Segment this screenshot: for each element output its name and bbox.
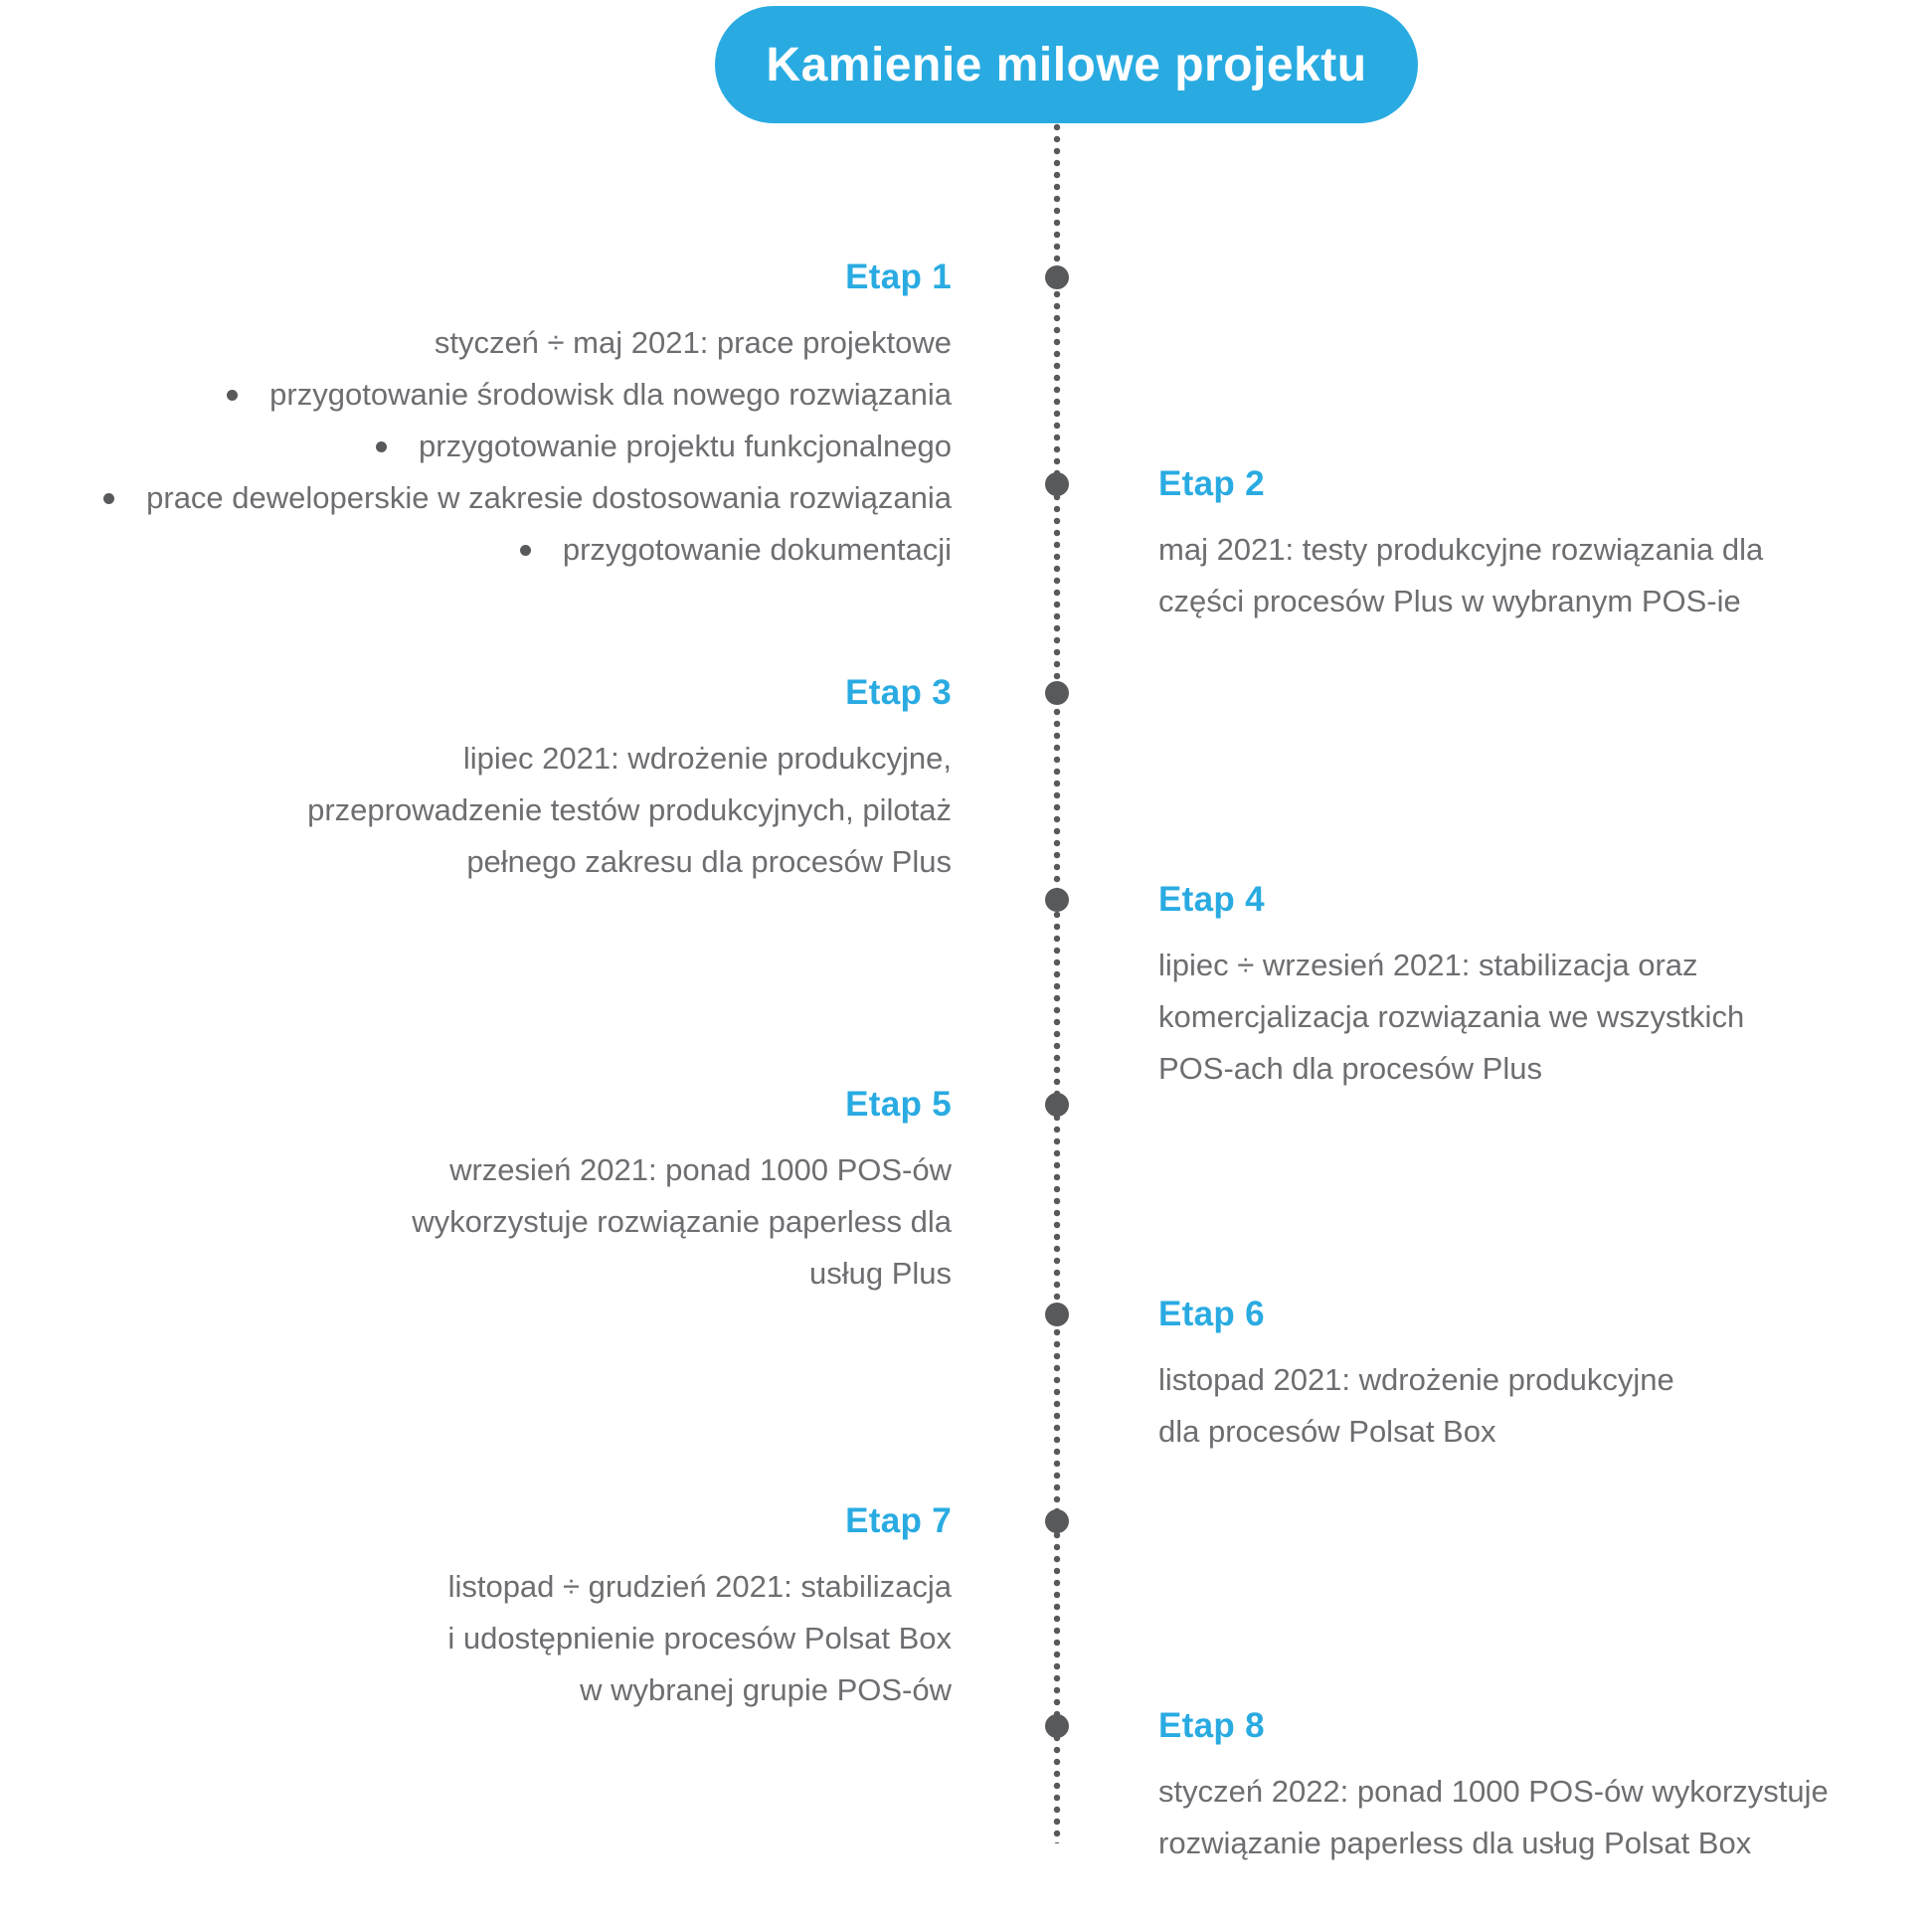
description-line: wrzesień 2021: ponad 1000 POS-ów — [449, 1152, 952, 1187]
milestone-dot-1 — [1045, 265, 1069, 289]
description-line: listopad 2021: wdrożenie produkcyjne — [1158, 1362, 1674, 1397]
milestone-description: lipiec ÷ wrzesień 2021: stabilizacja ora… — [1158, 940, 1914, 1095]
description-line: w wybranej grupie POS-ów — [580, 1672, 952, 1707]
milestone-etap-7: Etap 7 listopad ÷ grudzień 2021: stabili… — [30, 1497, 952, 1716]
milestone-dot-2 — [1045, 472, 1069, 496]
description-line: wykorzystuje rozwiązanie paperless dla — [412, 1204, 952, 1239]
description-line: przeprowadzenie testów produkcyjnych, pi… — [307, 792, 952, 827]
description-line: przygotowanie środowisk dla nowego rozwi… — [269, 377, 952, 412]
etap-label: Etap 3 — [845, 673, 952, 712]
page-title: Kamienie milowe projektu — [766, 38, 1367, 91]
bullet-icon — [227, 389, 239, 401]
milestone-description: lipiec 2021: wdrożenie produkcyjne, prze… — [30, 733, 952, 888]
milestone-dot-8 — [1045, 1714, 1069, 1738]
milestone-description: wrzesień 2021: ponad 1000 POS-ów wykorzy… — [30, 1144, 952, 1300]
description-line: lipiec 2021: wdrożenie produkcyjne, — [462, 741, 952, 776]
description-line: styczeń ÷ maj 2021: prace projektowe — [434, 325, 952, 360]
milestone-dot-7 — [1045, 1509, 1069, 1533]
description-line: dla procesów Polsat Box — [1158, 1414, 1496, 1449]
description-line: części procesów Plus w wybranym POS-ie — [1158, 584, 1741, 618]
etap-label: Etap 1 — [845, 258, 952, 296]
description-line: usług Plus — [808, 1256, 952, 1291]
description-line: lipiec ÷ wrzesień 2021: stabilizacja ora… — [1158, 948, 1698, 982]
bullet-icon — [376, 440, 388, 452]
etap-label: Etap 5 — [845, 1085, 952, 1124]
milestone-dot-5 — [1045, 1093, 1069, 1117]
etap-label: Etap 8 — [1158, 1706, 1265, 1745]
milestone-etap-2: Etap 2 maj 2021: testy produkcyjne rozwi… — [1158, 460, 1914, 627]
description-line: i udostępnienie procesów Polsat Box — [447, 1621, 952, 1656]
milestone-etap-1: Etap 1 styczeń ÷ maj 2021: prace projekt… — [30, 254, 952, 576]
etap-label: Etap 6 — [1158, 1295, 1265, 1333]
description-line: listopad ÷ grudzień 2021: stabilizacja — [447, 1569, 952, 1604]
bullet-icon — [519, 544, 531, 556]
bullet-icon — [103, 492, 115, 504]
milestone-etap-8: Etap 8 styczeń 2022: ponad 1000 POS-ów w… — [1158, 1702, 1914, 1869]
description-line: POS-ach dla procesów Plus — [1158, 1051, 1542, 1086]
description-line: przygotowanie projektu funkcjonalnego — [419, 429, 952, 463]
milestone-etap-3: Etap 3 lipiec 2021: wdrożenie produkcyjn… — [30, 669, 952, 888]
etap-label: Etap 2 — [1158, 464, 1265, 503]
etap-label: Etap 7 — [845, 1501, 952, 1540]
milestone-description: styczeń ÷ maj 2021: prace projektowe prz… — [30, 317, 952, 576]
description-line: styczeń 2022: ponad 1000 POS-ów wykorzys… — [1158, 1774, 1829, 1809]
milestone-etap-6: Etap 6 listopad 2021: wdrożenie produkcy… — [1158, 1291, 1914, 1458]
milestone-description: listopad 2021: wdrożenie produkcyjne dla… — [1158, 1354, 1914, 1458]
milestone-description: maj 2021: testy produkcyjne rozwiązania … — [1158, 524, 1914, 627]
description-line: komercjalizacja rozwiązania we wszystkic… — [1158, 999, 1745, 1034]
description-line: pełnego zakresu dla procesów Plus — [466, 844, 952, 879]
description-line: prace deweloperskie w zakresie dostosowa… — [146, 480, 952, 515]
description-line: przygotowanie dokumentacji — [562, 532, 952, 567]
milestone-dot-6 — [1045, 1303, 1069, 1326]
milestone-dot-3 — [1045, 681, 1069, 705]
timeline-line — [1053, 121, 1061, 1843]
description-line: maj 2021: testy produkcyjne rozwiązania … — [1158, 532, 1764, 567]
milestone-dot-4 — [1045, 888, 1069, 912]
milestone-description: listopad ÷ grudzień 2021: stabilizacja i… — [30, 1561, 952, 1716]
description-line: rozwiązanie paperless dla usług Polsat B… — [1158, 1826, 1752, 1860]
title-pill: Kamienie milowe projektu — [715, 6, 1418, 123]
milestone-etap-4: Etap 4 lipiec ÷ wrzesień 2021: stabiliza… — [1158, 876, 1914, 1095]
milestone-description: styczeń 2022: ponad 1000 POS-ów wykorzys… — [1158, 1766, 1914, 1869]
milestone-etap-5: Etap 5 wrzesień 2021: ponad 1000 POS-ów … — [30, 1081, 952, 1300]
etap-label: Etap 4 — [1158, 880, 1265, 919]
